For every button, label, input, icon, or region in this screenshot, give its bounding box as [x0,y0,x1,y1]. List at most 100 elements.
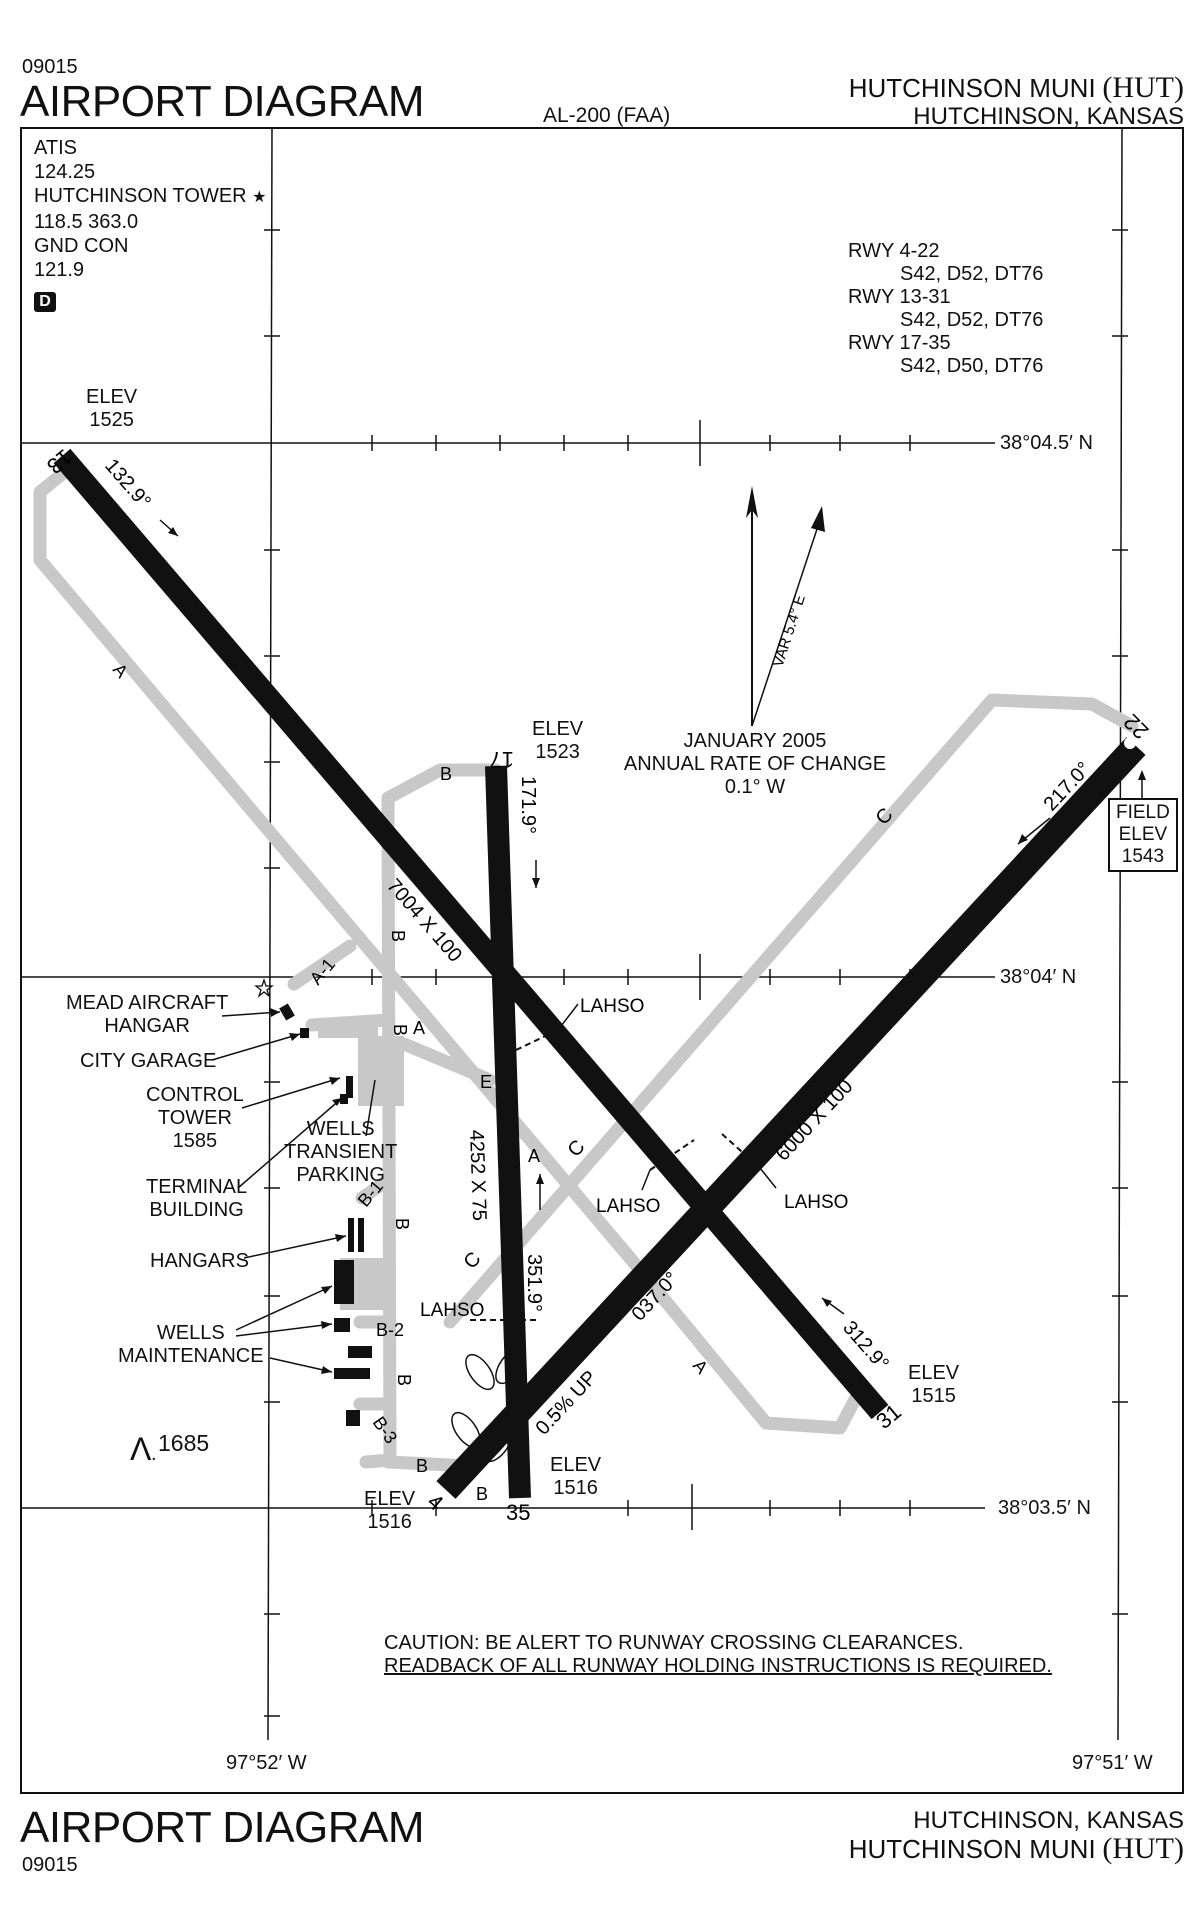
taxiway-b-label-7: B [476,1484,488,1504]
rwy-35-heading: 351.9° [523,1254,545,1312]
taxiway-e-label: E [480,1072,492,1092]
mead-label-1: MEAD AIRCRAFT [66,992,229,1014]
runway-13-31 [53,448,889,1420]
elev-label: ELEV [908,1362,960,1384]
runway-4-22 [436,737,1146,1499]
elev-label: ELEV [86,386,138,408]
maint-1 [334,1318,350,1332]
wells-maintenance-label: WELLS MAINTENANCE [118,1322,264,1368]
elev-rwy-13: ELEV 1525 [86,386,137,432]
mead-label-2: HANGAR [104,1015,190,1037]
airport-city: HUTCHINSON, KANSAS [913,102,1184,130]
mag-north-line [751,525,819,727]
tower-star-icon: ★ [252,189,267,206]
building-leader-arrows [270,1008,346,1374]
page-title: AIRPORT DIAGRAM [20,77,425,126]
compass-arrows [746,486,825,727]
chart-id: AL-200 (FAA) [543,104,671,127]
caution-line-2: READBACK OF ALL RUNWAY HOLDING INSTRUCTI… [384,1655,1052,1677]
lahso-label-4: LAHSO [420,1300,484,1321]
taxiway-a-label-3: A [528,1146,540,1166]
wells-label-2: TRANSIENT [284,1141,398,1163]
terminal-building-label: TERMINAL BUILDING [146,1176,247,1222]
hangar-1 [348,1218,354,1252]
elev-rwy-4: ELEV 1516 [364,1488,415,1534]
longitude-left: 97°52′ W [226,1752,307,1774]
wells-transient-label: WELLS TRANSIENT PARKING [284,1118,397,1187]
maint-3 [334,1368,370,1379]
caution-line-1: CAUTION: BE ALERT TO RUNWAY CROSSING CLE… [384,1632,964,1654]
transient-apron [358,1036,404,1106]
runway-17-35 [485,765,531,1499]
taxiway-a-label-2: A [413,1018,425,1038]
hangar-3 [334,1260,354,1304]
tower-frequency: 118.5 363.0 [34,211,139,233]
taxiway-b-label-1: B [440,764,452,784]
elev-value: 1525 [89,409,134,431]
map-frame [20,127,1184,1794]
lahso-label-2: LAHSO [596,1196,660,1217]
elev-value: 1516 [367,1511,412,1533]
control-tower-label: CONTROL TOWER 1585 [146,1084,244,1153]
beacon-icon [254,977,274,998]
lahso-label-3: LAHSO [784,1192,848,1213]
taxiway-e-path [397,1037,497,1087]
city-garage-label: CITY GARAGE [80,1050,217,1072]
tower-label: HUTCHINSON TOWER [34,185,247,207]
taxiway-b2-label: B-2 [376,1320,404,1340]
d-atis-icon: D [34,292,56,312]
ground-frequency: 121.9 [34,259,85,281]
field-elevation-value: 1543 [1121,846,1165,867]
magvar-info: JANUARY 2005 ANNUAL RATE OF CHANGE 0.1° … [620,730,890,799]
maint-label-1: WELLS [156,1322,225,1344]
strength-rwy-17-35: RWY 17-35 [848,332,951,354]
building-leaders [211,1011,376,1373]
terminal-label-1: TERMINAL [146,1176,248,1198]
terminal-bldg [340,1094,348,1104]
field-elev-arrow [1138,770,1146,780]
lahso-leaders [557,1003,777,1191]
hangar-2 [358,1218,364,1252]
elev-label: ELEV [550,1454,602,1476]
elev-label: ELEV [532,718,584,740]
caution-note: CAUTION: BE ALERT TO RUNWAY CROSSING CLE… [384,1632,1052,1678]
maint-label-2: MAINTENANCE [118,1345,264,1367]
rwy-4-label: 4 [423,1489,448,1516]
obstacle-elevation: 1685 [158,1430,210,1456]
field-label: FIELD [1116,802,1170,823]
taxiway-b-label-6: B [416,1456,428,1476]
taxiway-b-label-4: B [392,1218,412,1230]
tower-label-1: CONTROL [146,1084,244,1106]
airport-heading: HUTCHINSON MUNI (HUT) HUTCHINSON, KANSAS [849,72,1184,129]
approach-lights [451,1347,525,1463]
atis-frequency: 124.25 [34,161,96,183]
mead-hangar-label: MEAD AIRCRAFT HANGAR [66,992,228,1038]
maint-2 [348,1346,372,1358]
mag-north-arrow [811,506,825,532]
true-north-arrow [746,486,758,518]
lahso-label-1: LAHSO [580,996,644,1017]
obstacle-dot: . [151,1443,157,1465]
footer-airport-name: HUTCHINSON MUNI [848,1834,1096,1865]
frequency-block: ATIS 124.25 HUTCHINSON TOWER ★ 118.5 363… [34,136,267,312]
strength-rwy-13-31: RWY 13-31 [848,286,951,308]
lahso-lines [470,1029,761,1321]
runway-strength-block: RWY 4-22 S42, D52, DT76 RWY 13-31 S42, D… [848,240,1043,378]
buildings [279,1003,372,1426]
magnetic-variation-label: VAR 5.4° E [770,593,809,670]
rwy-35-label: 35 [506,1500,530,1525]
city-garage-bldg [300,1028,309,1038]
heading-arrowheads [168,527,1028,1321]
rwy-17-heading: 171.9° [517,776,539,834]
atis-label: ATIS [34,137,77,159]
terminal-label-2: BUILDING [149,1199,244,1221]
taxiway-c-path [443,693,1139,1329]
wells-label-3: PARKING [296,1164,385,1186]
runways [53,448,1146,1499]
taxiway-b-label-2: B [388,930,408,942]
strength-weights-17-35: S42, D50, DT76 [900,355,1044,377]
footer-airport: HUTCHINSON, KANSAS HUTCHINSON MUNI (HUT) [849,1808,1184,1865]
footer-title: AIRPORT DIAGRAM [20,1803,425,1852]
magvar-date: JANUARY 2005 [683,730,827,752]
field-elev-label: ELEV [1118,824,1168,845]
